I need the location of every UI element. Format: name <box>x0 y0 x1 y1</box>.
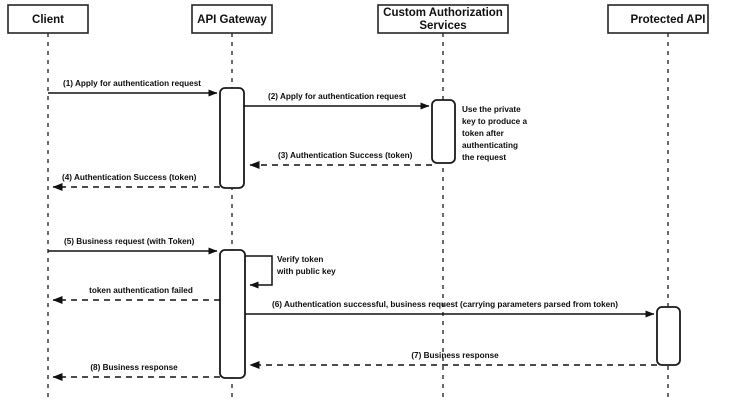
participant-client[interactable]: Client <box>7 4 89 34</box>
message-token-authentication-failed[interactable]: token authentication failed <box>52 286 220 304</box>
activation-custom-auth-service <box>431 99 456 164</box>
message-1[interactable]: (1) Apply for authentication request <box>48 79 218 97</box>
participant-label-client: Client <box>32 14 64 26</box>
message-5[interactable]: (5) Business request (with Token) <box>48 237 218 255</box>
participant-box-protected-api[interactable] <box>607 4 709 34</box>
message-8-label: (8) Business response <box>90 363 178 372</box>
message-2-label: (2) Apply for authentication request <box>268 92 406 101</box>
message-5-label: (5) Business request (with Token) <box>64 237 195 246</box>
note-private-key-line-4: authenticating <box>462 141 518 150</box>
message-3-label: (3) Authentication Success (token) <box>278 151 413 160</box>
participant-box-client[interactable] <box>7 4 89 34</box>
participant-label-api-gateway: API Gateway <box>197 14 267 26</box>
participant-box-custom-authorization-services[interactable] <box>377 4 509 34</box>
message-1-label: (1) Apply for authentication request <box>63 79 201 88</box>
activation-api-gateway-business <box>219 249 246 379</box>
participant-custom-authorization-services[interactable]: Custom Authorization Services <box>377 4 509 34</box>
message-6[interactable]: (6) Authentication successful, business … <box>245 300 655 318</box>
participant-api-gateway[interactable]: API Gateway <box>191 4 273 34</box>
message-2[interactable]: (2) Apply for authentication request <box>244 92 430 110</box>
note-private-key-line-1: Use the private <box>462 105 521 114</box>
message-8[interactable]: (8) Business response <box>52 363 220 381</box>
participant-box-api-gateway[interactable] <box>191 4 273 34</box>
message-4[interactable]: (4) Authentication Success (token) <box>52 173 220 191</box>
message-7-label: (7) Business response <box>411 351 499 360</box>
message-self-verify-token-label-line2: with public key <box>276 267 336 276</box>
note-private-key-line-5: the request <box>462 153 506 162</box>
participant-label-custom-authorization-services-line2: Services <box>419 20 466 32</box>
note-private-key-line-3: token after <box>462 129 505 138</box>
participant-label-custom-authorization-services-line1: Custom Authorization <box>383 7 503 19</box>
activation-api-gateway-auth <box>219 87 245 189</box>
message-self-verify-token[interactable]: Verify token with public key <box>245 255 336 289</box>
message-3[interactable]: (3) Authentication Success (token) <box>249 151 432 169</box>
message-4-label: (4) Authentication Success (token) <box>62 173 197 182</box>
note-private-key-line-2: key to produce a <box>462 117 528 126</box>
message-7[interactable]: (7) Business response <box>249 351 657 369</box>
message-self-verify-token-arrow <box>245 255 273 289</box>
participant-protected-api[interactable]: Protected API <box>607 4 709 34</box>
message-self-verify-token-label-line1: Verify token <box>277 255 323 264</box>
activation-protected-api <box>656 306 681 366</box>
message-6-label: (6) Authentication successful, business … <box>272 300 618 309</box>
note-private-key: Use the private key to produce a token a… <box>462 105 528 162</box>
message-token-authentication-failed-label: token authentication failed <box>89 286 193 295</box>
lifelines-group <box>47 33 669 398</box>
participant-label-protected-api: Protected API <box>631 14 706 26</box>
